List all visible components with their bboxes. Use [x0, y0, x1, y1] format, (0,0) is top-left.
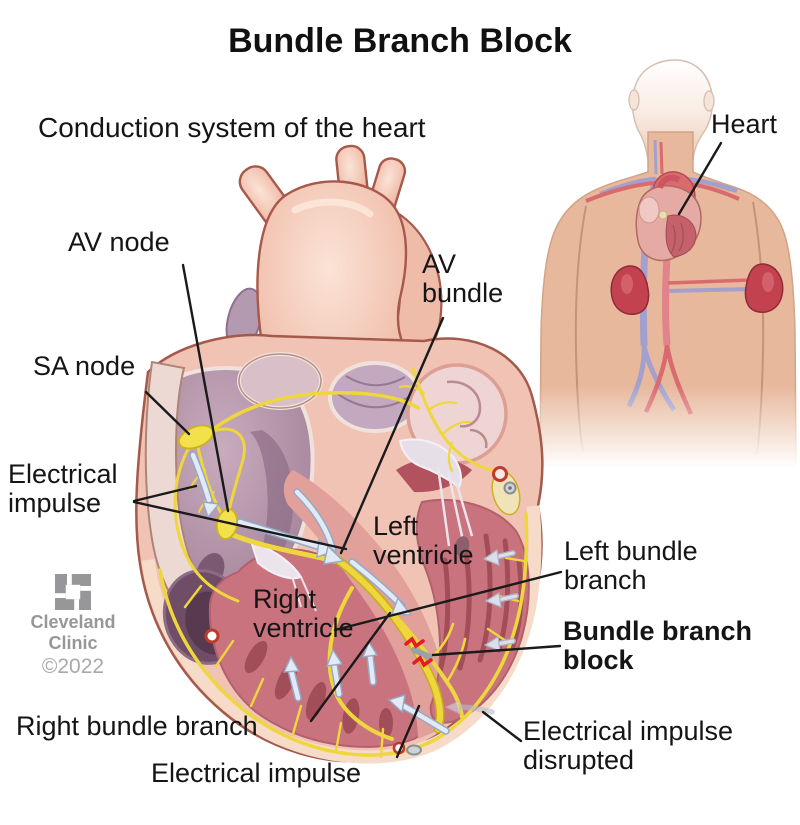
- pointer-line-left-bundle-branch: [333, 570, 563, 632]
- left-atrium-curl: [446, 380, 488, 449]
- right-bundle-branch-path: [327, 586, 394, 741]
- pointer-line-electrical-impulse-bottom: [395, 704, 421, 759]
- label-left-ventricle: Left ventricle: [373, 511, 474, 571]
- label-heart: Heart: [711, 109, 778, 139]
- disrupted-arrow: [444, 700, 495, 716]
- trunk-highlight: [291, 198, 374, 218]
- impulse-arrowhead: [201, 501, 221, 519]
- pointer-line-electrical-impulse-a: [132, 484, 198, 503]
- pointer-line-heart: [677, 141, 723, 216]
- aortic-cusp-lines: [337, 375, 413, 409]
- body-figure: [528, 59, 800, 475]
- label-right-bundle-branch: Right bundle branch: [16, 711, 258, 741]
- ear-right-icon: [703, 90, 715, 112]
- logo-name-line1: Cleveland: [30, 612, 116, 632]
- rim-vessel-dots: [204, 466, 517, 756]
- pointer-line-electrical-impulse-b: [132, 500, 348, 551]
- pointer-line-right-bundle-branch: [309, 611, 392, 723]
- valve-leaflets: [249, 438, 474, 612]
- atrium-top-ring-edge: [238, 353, 322, 409]
- logo-name-line2: Clinic: [48, 632, 98, 653]
- label-electrical-impulse-bottom: Electrical impulse: [151, 758, 362, 788]
- label-left-bundle-branch: Left bundle branch: [564, 536, 698, 596]
- label-bundle-branch-block: Bundle branch block: [563, 616, 753, 676]
- heart-illustration: [135, 144, 544, 764]
- subtitle: Conduction system of the heart: [38, 112, 426, 143]
- label-av-bundle: AV bundle: [422, 249, 504, 309]
- bachmann-bundle: [210, 390, 420, 432]
- logo-copyright: ©2022: [41, 655, 105, 679]
- kidney-right: [744, 263, 784, 313]
- pointer-line-av-bundle: [339, 316, 445, 555]
- pointer-line-sa-node: [144, 390, 191, 436]
- block-zigzag-1: [404, 636, 425, 649]
- cleveland-clinic-logo-icon: [55, 574, 91, 610]
- pointer-lines: [132, 141, 723, 759]
- label-electrical-impulse: Electrical impulse: [8, 459, 118, 519]
- block-zigzag-2: [412, 655, 433, 668]
- label-sa-node: SA node: [33, 351, 136, 381]
- cleveland-clinic-logo: Cleveland Clinic ©2022: [28, 574, 118, 679]
- epicardial-rim: [141, 505, 542, 764]
- pointer-line-av-node: [181, 263, 230, 513]
- label-electrical-impulse-disrupted: Electrical impulse disrupted: [523, 716, 734, 776]
- page-title: Bundle Branch Block: [228, 22, 572, 60]
- block-marks: [404, 636, 433, 668]
- pointer-line-electrical-impulse-disrupted: [481, 710, 523, 743]
- ear-left-icon: [628, 89, 640, 111]
- pointer-line-bundle-branch-block: [431, 644, 562, 657]
- label-av-node: AV node: [68, 227, 170, 257]
- body-fade: [528, 385, 800, 475]
- label-right-ventricle: Right ventricle: [253, 584, 354, 644]
- kidney-left: [610, 265, 650, 315]
